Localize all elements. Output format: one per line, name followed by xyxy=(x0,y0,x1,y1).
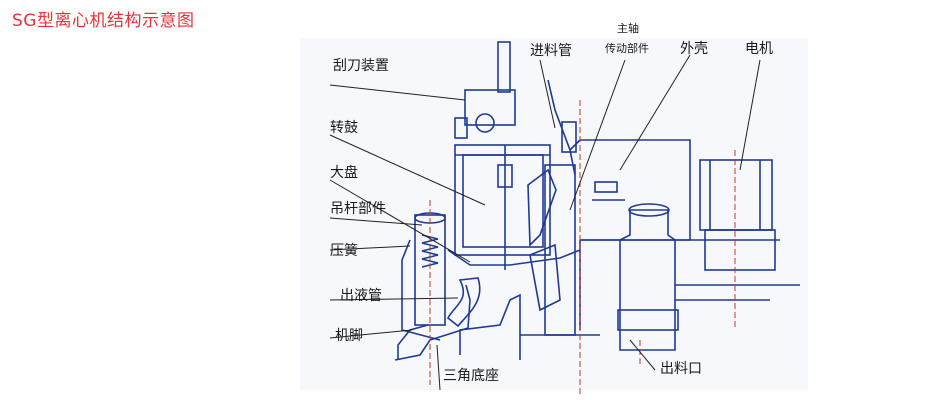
label-scraper: 刮刀装置 xyxy=(333,58,389,74)
label-spring: 压簧 xyxy=(330,243,358,259)
label-motor: 电机 xyxy=(745,41,773,57)
label-hanger: 吊杆部件 xyxy=(330,201,386,217)
tripod-base-shape xyxy=(459,293,521,360)
label-foot: 机脚 xyxy=(335,328,363,344)
machine-outline xyxy=(394,41,800,361)
drum xyxy=(454,144,551,256)
label-drum: 转鼓 xyxy=(330,120,358,136)
scraper-box xyxy=(464,89,516,126)
label-discharge: 出料口 xyxy=(660,361,702,377)
paper-area xyxy=(300,38,808,390)
discharge-chute xyxy=(619,209,676,351)
label-casing: 外壳 xyxy=(680,41,708,57)
label-feed-pipe: 进料管 xyxy=(530,43,572,59)
label-main-shaft: 主轴 xyxy=(617,22,639,35)
label-big-plate: 大盘 xyxy=(330,165,358,181)
label-transmission: 传动部件 xyxy=(605,42,649,55)
label-tripod-base: 三角底座 xyxy=(443,368,499,384)
outlet-pipe xyxy=(446,277,481,328)
foot-left xyxy=(394,284,471,361)
diagram-title: SG型离心机结构示意图 xyxy=(12,11,195,31)
big-plate xyxy=(447,249,581,266)
label-liquid-outlet: 出液管 xyxy=(340,288,382,304)
leader-lines xyxy=(329,54,761,391)
center-lines xyxy=(429,100,736,395)
